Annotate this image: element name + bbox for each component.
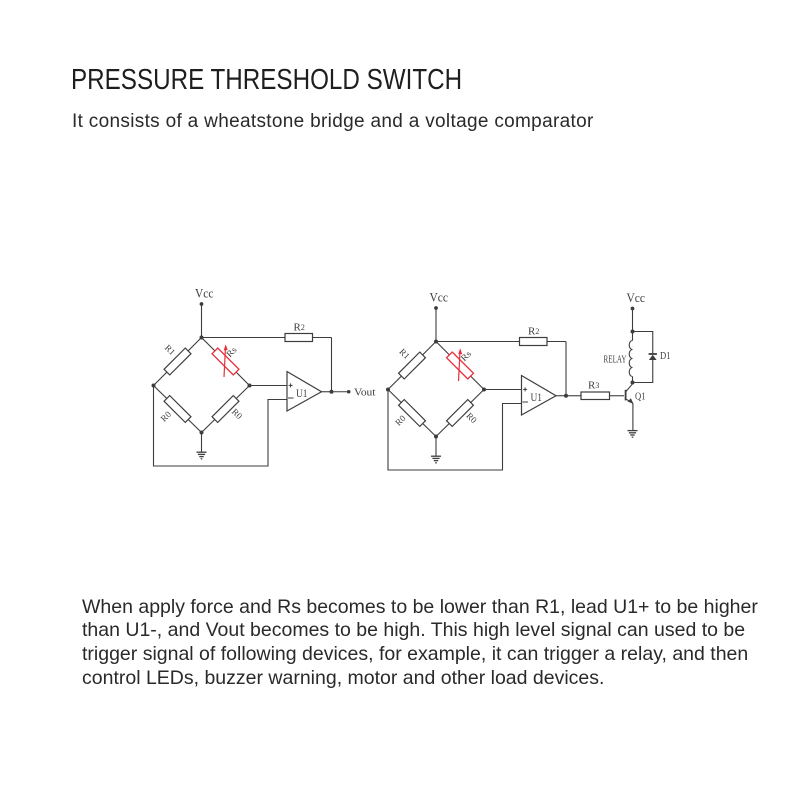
svg-text:RELAY: RELAY <box>604 355 627 366</box>
svg-text:Vcc: Vcc <box>430 290 449 305</box>
svg-text:Vout: Vout <box>354 387 376 399</box>
svg-text:R1: R1 <box>397 347 411 361</box>
svg-text:D1: D1 <box>660 351 671 362</box>
svg-text:R3: R3 <box>588 380 599 392</box>
svg-text:U1: U1 <box>296 386 308 400</box>
svg-text:R2: R2 <box>528 326 539 338</box>
svg-text:R0: R0 <box>159 409 174 424</box>
svg-text:R2: R2 <box>294 322 305 334</box>
svg-text:Vcc: Vcc <box>627 290 646 305</box>
svg-text:R0: R0 <box>393 413 408 428</box>
svg-text:Q1: Q1 <box>635 392 646 403</box>
svg-text:Vcc: Vcc <box>195 286 214 301</box>
svg-text:U1: U1 <box>531 390 543 404</box>
svg-text:R1: R1 <box>163 343 177 357</box>
